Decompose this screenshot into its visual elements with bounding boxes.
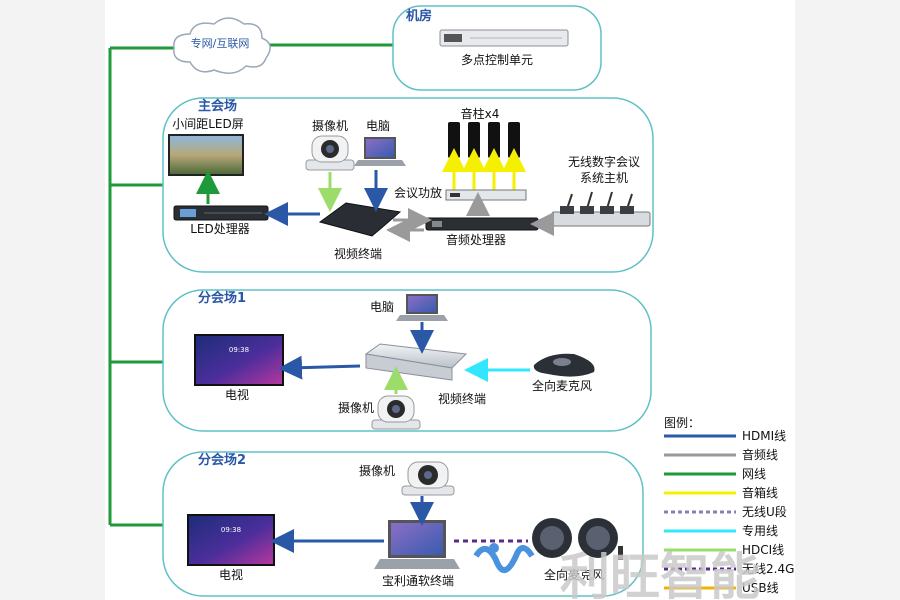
branch1-mic-label: 全向麦克风 — [532, 378, 592, 393]
legend-label: 网线 — [742, 467, 766, 481]
branch1-tv-label: 电视 — [225, 387, 249, 402]
branch1-panel: 分会场1 电脑 09:38 电视 视频终端 — [162, 289, 652, 432]
legend-label: HDMI线 — [742, 429, 786, 443]
right-margin — [795, 0, 900, 600]
cloud: 专网/互联网 — [173, 17, 271, 74]
amplifier-label: 会议功放 — [394, 185, 442, 200]
branch2-laptop-icon — [374, 520, 460, 569]
cloud-label: 专网/互联网 — [191, 36, 250, 50]
led-processor-icon — [173, 205, 269, 221]
branch1-laptop-icon — [396, 294, 448, 321]
legend-title: 图例： — [664, 416, 700, 430]
main-camera-label: 摄像机 — [312, 118, 348, 133]
led-screen-icon — [168, 134, 244, 176]
wireless-host-icon — [551, 191, 651, 227]
branch2-links — [270, 496, 528, 553]
left-margin — [0, 0, 105, 600]
mcu-label: 多点控制单元 — [461, 53, 533, 67]
audio-processor-label: 音频处理器 — [446, 232, 506, 247]
speaker-wires — [442, 148, 526, 190]
amplifier-icon — [445, 189, 527, 201]
branch1-camera-icon — [371, 395, 421, 430]
legend-label: 无线U段 — [742, 504, 787, 519]
server-room-panel: 机房 多点控制单元 — [392, 5, 602, 91]
watermark-text: 利旺智能 — [560, 548, 760, 600]
branch1-camera-label: 摄像机 — [338, 400, 374, 415]
watermark: 利旺智能 — [473, 543, 760, 600]
main-venue-links — [196, 170, 554, 242]
branch2-tv-label: 电视 — [219, 567, 243, 582]
legend-label: 专用线 — [742, 523, 778, 538]
branch1-links — [278, 322, 530, 394]
branch2-tv-clock: 09:38 — [221, 526, 241, 534]
wireless-host-label-2: 系统主机 — [580, 171, 628, 185]
branch1-video-terminal-icon — [364, 343, 468, 381]
branch1-title: 分会场1 — [198, 290, 246, 306]
watermark-logo-icon — [473, 543, 535, 573]
legend-label: 音频线 — [742, 447, 778, 462]
branch1-computer-label: 电脑 — [370, 300, 394, 314]
main-laptop-icon — [354, 137, 406, 166]
main-camera-icon — [305, 135, 355, 171]
branch2-terminal-label: 宝利通软终端 — [382, 573, 454, 588]
main-venue-panel: 主会场 小间距LED屏 摄像机 电脑 音柱x4 — [162, 97, 654, 273]
server-room-title: 机房 — [406, 8, 432, 24]
main-venue-title: 主会场 — [198, 98, 237, 114]
branch2-camera-icon — [401, 461, 455, 496]
mcu-device-icon — [439, 29, 569, 47]
speakers-label: 音柱x4 — [461, 106, 500, 121]
legend-label: USB线 — [742, 581, 779, 595]
main-video-terminal-label: 视频终端 — [334, 246, 382, 261]
branch2-mic-icon — [532, 518, 623, 560]
branch1-mic-icon — [533, 353, 595, 377]
legend-label: 无线2.4G — [742, 562, 794, 576]
network-backbone — [108, 43, 393, 527]
branch2-camera-label: 摄像机 — [359, 463, 395, 478]
branch1-video-terminal-label: 视频终端 — [438, 391, 486, 406]
branch1-tv-clock: 09:38 — [229, 346, 249, 354]
branch2-mic-label: 全向麦克风 — [544, 567, 604, 582]
audio-processor-icon — [425, 217, 539, 231]
branch2-title: 分会场2 — [198, 452, 246, 468]
legend-label: 音箱线 — [742, 485, 778, 500]
branch1-tv-icon: 09:38 — [194, 334, 284, 386]
wireless-host-label-1: 无线数字会议 — [568, 154, 640, 169]
branch2-tv-icon: 09:38 — [187, 514, 275, 566]
led-screen-label: 小间距LED屏 — [172, 117, 244, 131]
branch2-panel: 分会场2 摄像机 09:38 电视 宝利通软终端 — [162, 451, 644, 597]
legend-label: HDCI线 — [742, 543, 784, 557]
led-processor-label: LED处理器 — [190, 222, 250, 236]
main-computer-label: 电脑 — [366, 119, 390, 133]
